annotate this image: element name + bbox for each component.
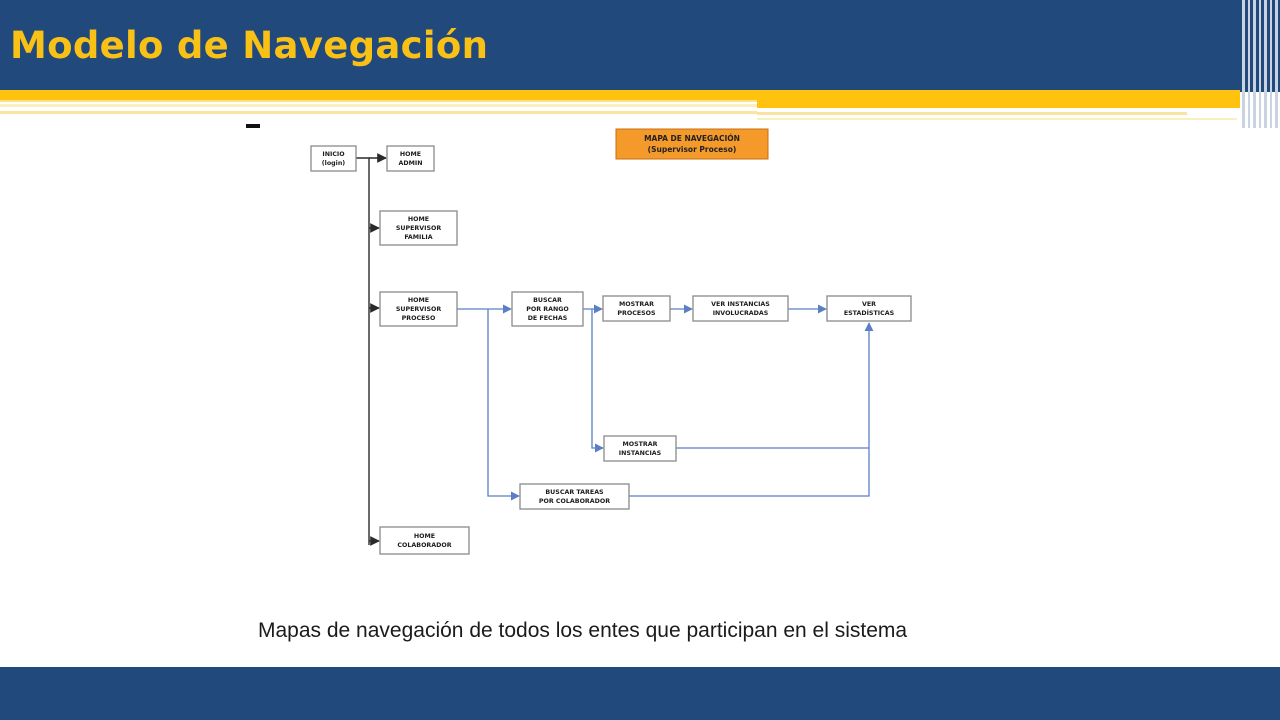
svg-text:POR RANGO: POR RANGO: [526, 306, 569, 313]
svg-text:HOME: HOME: [408, 216, 429, 223]
node-buscar-tareas: BUSCAR TAREAS POR COLABORADOR: [519, 483, 630, 510]
node-home-admin: HOME ADMIN: [386, 145, 435, 172]
svg-text:HOME: HOME: [400, 151, 421, 158]
svg-text:(login): (login): [322, 160, 346, 167]
legend-line-1: MAPA DE NAVEGACIÓN: [644, 134, 740, 143]
svg-text:PROCESOS: PROCESOS: [617, 310, 656, 317]
svg-text:HOME: HOME: [414, 533, 435, 540]
svg-text:INVOLUCRADAS: INVOLUCRADAS: [713, 310, 769, 317]
svg-text:MOSTRAR: MOSTRAR: [622, 441, 657, 448]
dash-mark: [246, 124, 260, 128]
svg-text:VER: VER: [862, 301, 876, 308]
svg-text:VER INSTANCIAS: VER INSTANCIAS: [711, 301, 770, 308]
svg-text:MOSTRAR: MOSTRAR: [619, 301, 654, 308]
node-buscar-rango-fechas: BUSCAR POR RANGO DE FECHAS: [511, 291, 584, 327]
map-legend: MAPA DE NAVEGACIÓN (Supervisor Proceso): [615, 128, 769, 160]
svg-text:COLABORADOR: COLABORADOR: [397, 542, 451, 549]
node-home-colaborador: HOME COLABORADOR: [379, 526, 470, 555]
header-bar: [0, 0, 1280, 92]
edge-inicio-trunk: [356, 157, 370, 545]
svg-text:ADMIN: ADMIN: [399, 160, 423, 167]
svg-text:BUSCAR: BUSCAR: [533, 297, 562, 304]
slide-caption: Mapas de navegación de todos los entes q…: [258, 619, 908, 642]
svg-text:ESTADÍSTICAS: ESTADÍSTICAS: [844, 308, 895, 317]
node-mostrar-instancias: MOSTRAR INSTANCIAS: [603, 435, 677, 462]
svg-text:BUSCAR TAREAS: BUSCAR TAREAS: [545, 489, 604, 496]
svg-text:SUPERVISOR: SUPERVISOR: [396, 225, 442, 232]
edges-black: [356, 153, 387, 546]
svg-text:PROCESO: PROCESO: [402, 315, 436, 322]
node-inicio: INICIO (login): [310, 145, 357, 172]
node-home-supervisor-familia: HOME SUPERVISOR FAMILIA: [379, 210, 458, 246]
node-mostrar-procesos: MOSTRAR PROCESOS: [602, 295, 671, 322]
edge-to-mostrar-instancias: [591, 309, 604, 453]
svg-text:INSTANCIAS: INSTANCIAS: [619, 450, 662, 457]
svg-text:HOME: HOME: [408, 297, 429, 304]
svg-text:SUPERVISOR: SUPERVISOR: [396, 306, 442, 313]
svg-text:FAMILIA: FAMILIA: [404, 234, 432, 241]
edges-blue: [457, 304, 874, 501]
legend-line-2: (Supervisor Proceso): [648, 145, 737, 154]
svg-text:DE FECHAS: DE FECHAS: [528, 315, 568, 322]
edge-to-buscar-tareas: [487, 309, 520, 501]
svg-text:POR COLABORADOR: POR COLABORADOR: [539, 498, 610, 505]
svg-text:INICIO: INICIO: [322, 151, 345, 158]
node-ver-estadisticas: VER ESTADÍSTICAS: [826, 295, 912, 322]
header-gold-rule: [0, 90, 1240, 120]
node-ver-instancias: VER INSTANCIAS INVOLUCRADAS: [692, 295, 789, 322]
node-home-supervisor-proceso: HOME SUPERVISOR PROCESO: [379, 291, 458, 327]
edge-tareas-to-estadisticas: [629, 322, 874, 497]
header-stripes: [1240, 0, 1280, 128]
footer-bar: [0, 667, 1280, 720]
slide-title: Modelo de Navegación: [10, 24, 489, 67]
